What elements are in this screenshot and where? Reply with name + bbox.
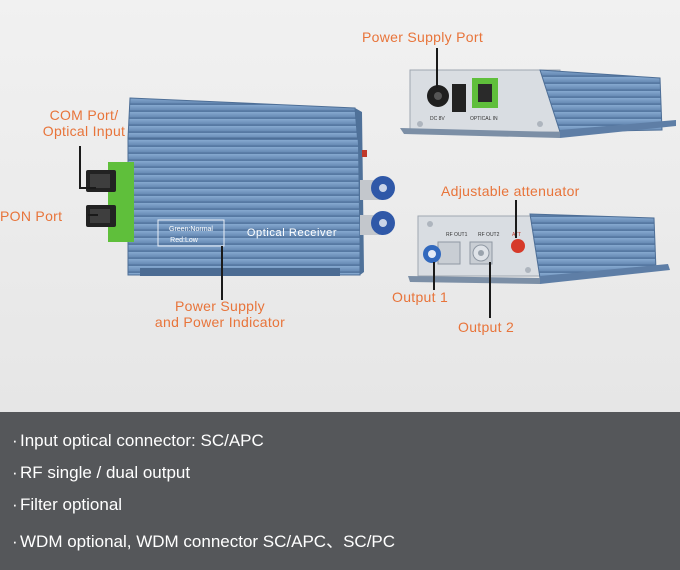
main-device: Green:Normal Red:Low Optical Receiver: [86, 97, 395, 276]
feature-text: WDM optional, WDM connector SC/APC、SC/PC: [20, 532, 396, 551]
device-illustration: Green:Normal Red:Low Optical Receiver DC…: [79, 48, 676, 318]
feature-item-3: ·Filter optional: [12, 495, 123, 514]
label-power-indicator: Power Supply and Power Indicator: [130, 298, 310, 330]
label-com-port: COM Port/ Optical Input: [28, 107, 140, 139]
rear-device: DC 8V OPTICAL IN: [400, 69, 676, 138]
label-power-supply-port: Power Supply Port: [362, 29, 484, 45]
feature-text: Input optical connector: SC/APC: [20, 431, 264, 450]
callout-lines: [79, 48, 517, 318]
output-device: RF OUT1 RF OUT2 ATT: [408, 213, 670, 284]
feature-text: Filter optional: [20, 495, 123, 514]
port-rf2-text: RF OUT2: [478, 232, 500, 238]
rear-optical-text: OPTICAL IN: [470, 116, 498, 122]
feature-item-1: ·Input optical connector: SC/APC: [12, 431, 264, 450]
label-com-port-line2: Optical Input: [42, 123, 126, 139]
label-power-indicator-line1: Power Supply: [175, 298, 265, 314]
feature-item-2: ·RF single / dual output: [12, 463, 191, 482]
label-output-2: Output 2: [458, 319, 515, 335]
feature-list-panel: ·Input optical connector: SC/APC ·RF sin…: [0, 412, 680, 570]
attenuator-knob-icon: [511, 239, 525, 253]
label-adjustable-attenuator: Adjustable attenuator: [441, 183, 580, 199]
label-output-1: Output 1: [392, 289, 449, 305]
feature-text: RF single / dual output: [20, 463, 191, 482]
indicator-green-text: Green:Normal: [169, 226, 213, 233]
port-rf1-text: RF OUT1: [446, 232, 468, 238]
indicator-red-text: Red:Low: [170, 237, 199, 244]
label-pon-port: PON Port: [0, 208, 63, 224]
indicator-label-box: [157, 219, 225, 247]
label-com-port-line1: COM Port/: [49, 107, 119, 123]
rear-dc-text: DC 8V: [430, 116, 445, 122]
label-power-indicator-line2: and Power Indicator: [154, 314, 286, 330]
device-name-text: Optical Receiver: [247, 227, 337, 239]
product-photo-area: Green:Normal Red:Low Optical Receiver DC…: [0, 0, 680, 412]
feature-item-4: ·WDM optional, WDM connector SC/APC、SC/P…: [12, 532, 396, 551]
